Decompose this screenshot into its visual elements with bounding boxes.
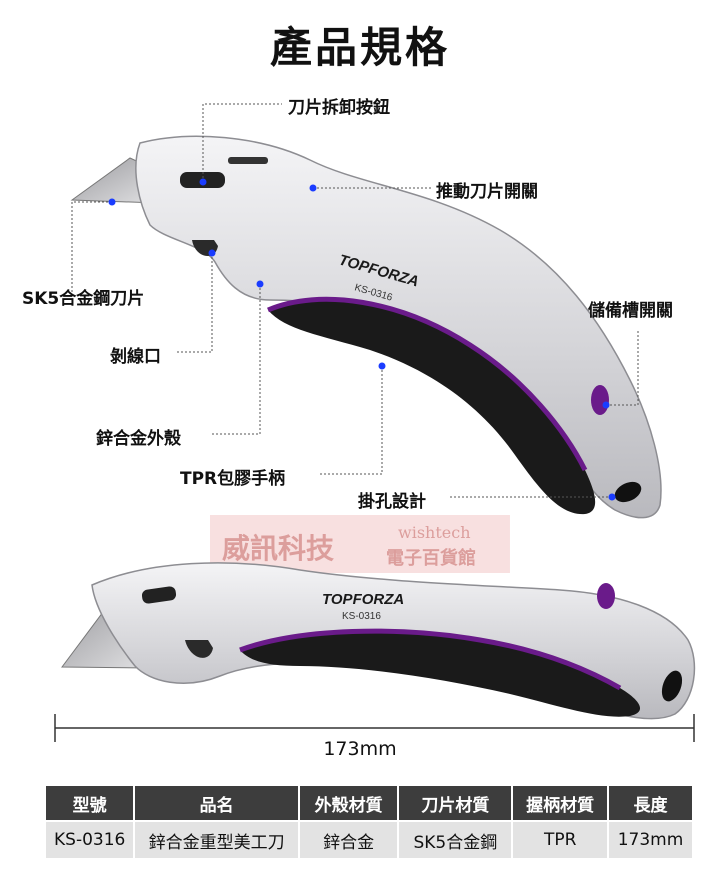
spec-table: 型號 品名 外殼材質 刀片材質 握柄材質 長度 KS-0316 鋅合金重型美工刀…	[43, 784, 695, 860]
spec-cell-product-name: 鋅合金重型美工刀	[133, 820, 300, 860]
spec-header-length: 長度	[606, 784, 695, 822]
brand-logo-bottom: TOPFORZA	[322, 591, 404, 608]
spec-header-product-name: 品名	[133, 784, 300, 822]
purple-trim-top	[267, 296, 588, 472]
callout-leaders	[71, 103, 639, 498]
spec-cell-model: KS-0316	[43, 820, 136, 860]
label-sk5-blade: SK5合金鋼刀片	[22, 289, 145, 309]
spec-header-row: 型號 品名 外殼材質 刀片材質 握柄材質 長度	[43, 784, 695, 822]
spec-cell-length: 173mm	[606, 820, 695, 860]
spec-cell-shell-material: 鋅合金	[297, 820, 400, 860]
label-tpr-handle: TPR包膠手柄	[180, 469, 286, 489]
spec-data-row: KS-0316 鋅合金重型美工刀 鋅合金 SK5合金鋼 TPR 173mm	[43, 820, 695, 860]
wire-stripper-notch-bottom	[185, 640, 213, 658]
label-blade-release-button: 刀片拆卸按鈕	[288, 98, 390, 118]
spec-header-model: 型號	[43, 784, 136, 822]
knife-bottom: TOPFORZA KS-0316	[61, 562, 696, 720]
page-title: 產品規格	[269, 23, 450, 72]
storage-switch-bottom	[597, 583, 615, 609]
watermark-cn: 威訊科技	[222, 532, 334, 565]
knife-top: TOPFORZA KS-0316	[70, 135, 662, 519]
zinc-shell-top	[135, 135, 662, 519]
storage-switch-top	[591, 385, 609, 415]
slider-ridges-top	[228, 157, 268, 164]
blade-release-slot-bottom	[141, 586, 177, 604]
spec-header-blade-material: 刀片材質	[397, 784, 514, 822]
dimension-line	[54, 714, 695, 742]
watermark-en: wishtech	[398, 523, 471, 542]
tpr-grip-bottom	[240, 631, 641, 717]
watermark: 威訊科技 wishtech 電子百貨館	[210, 515, 510, 573]
spec-cell-blade-material: SK5合金鋼	[397, 820, 514, 860]
purple-trim-bottom	[239, 628, 622, 691]
spec-cell-grip-material: TPR	[511, 820, 609, 860]
watermark-sub: 電子百貨館	[386, 547, 476, 569]
spec-header-grip-material: 握柄材質	[511, 784, 609, 822]
label-wire-stripper: 剝線口	[110, 347, 161, 367]
tpr-grip-top	[268, 299, 596, 515]
label-blade-slider: 推動刀片開關	[436, 182, 538, 202]
model-label-bottom: KS-0316	[342, 611, 381, 622]
spec-header-shell-material: 外殼材質	[297, 784, 400, 822]
hang-hole-top	[614, 481, 642, 503]
label-storage-switch: 儲備槽開關	[588, 301, 673, 321]
dimension-label: 173mm	[323, 738, 397, 760]
hang-hole-bottom	[661, 670, 683, 702]
label-zinc-shell: 鋅合金外殼	[96, 429, 181, 449]
callout-dots	[108, 178, 616, 501]
label-hang-hole: 掛孔設計	[358, 492, 426, 512]
